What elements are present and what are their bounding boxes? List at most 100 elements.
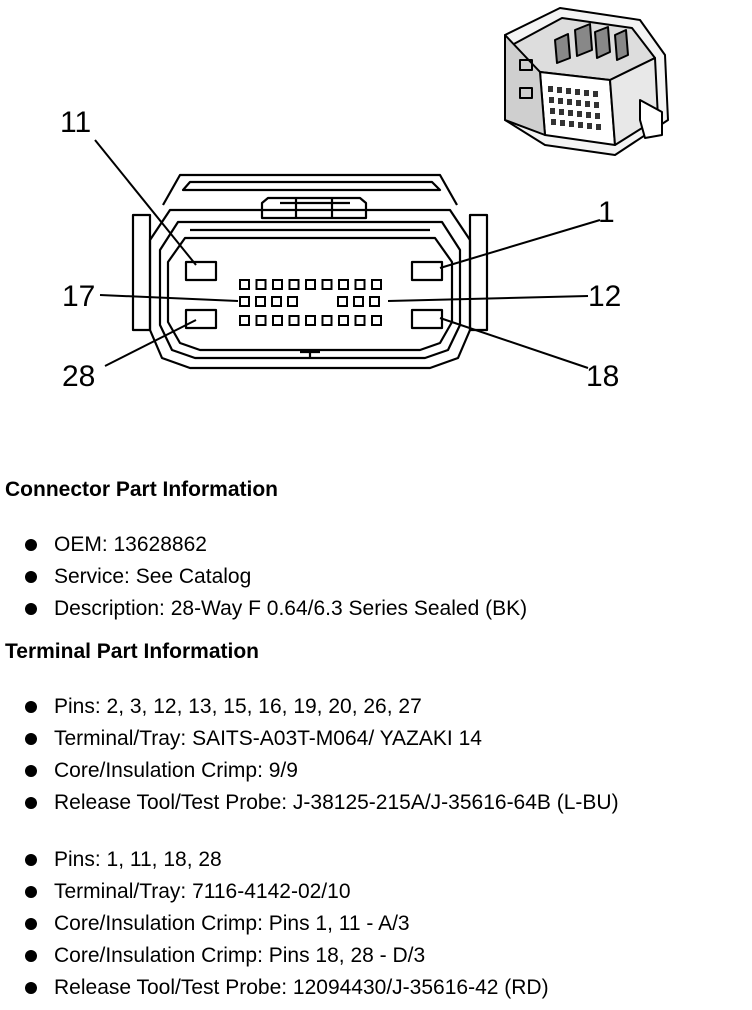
thumbnail-cavity <box>557 87 562 93</box>
list-item: Description: 28-Way F 0.64/6.3 Series Se… <box>0 593 527 625</box>
thumbnail-cavity <box>577 111 582 117</box>
thumbnail-cavity <box>567 99 572 105</box>
bullet-icon <box>25 886 37 898</box>
small-cavity <box>255 279 267 290</box>
thumbnail-cavity <box>575 89 580 95</box>
list-item-text: OEM: 13628862 <box>54 533 207 556</box>
connector-housing-outer <box>148 208 472 370</box>
small-cavity <box>321 315 333 326</box>
list-item-text: Core/Insulation Crimp: Pins 18, 28 - D/3 <box>54 944 426 967</box>
cavity-row-middle <box>239 296 380 307</box>
list-item: OEM: 13628862 <box>0 529 527 561</box>
cavity-1 <box>410 260 444 282</box>
thumbnail-cavity <box>558 98 563 104</box>
small-cavity <box>288 315 300 326</box>
list-item-text: Release Tool/Test Probe: 12094430/J-3561… <box>54 976 549 999</box>
connector-info-list: OEM: 13628862 Service: See Catalog Descr… <box>0 529 527 625</box>
bullet-icon <box>25 950 37 962</box>
leader-line-12 <box>387 295 589 302</box>
thumbnail-cavity <box>550 108 555 114</box>
thumbnail-cavity <box>585 101 590 107</box>
thumbnail-cavity <box>587 123 592 129</box>
thumbnail-cavity <box>560 120 565 126</box>
bullet-icon <box>25 539 37 551</box>
list-item: Core/Insulation Crimp: Pins 18, 28 - D/3 <box>0 940 549 972</box>
cavity-row-top <box>239 279 382 290</box>
leader-line-28 <box>104 319 197 367</box>
small-cavity <box>371 279 382 290</box>
bullet-icon <box>25 733 37 745</box>
leader-line-11 <box>94 139 197 266</box>
thumbnail-cavity <box>594 102 599 108</box>
connector-face <box>166 236 454 352</box>
bullet-icon <box>25 797 37 809</box>
cavity-18 <box>410 308 444 330</box>
list-item: Service: See Catalog <box>0 561 527 593</box>
left-rail <box>131 213 152 332</box>
small-cavity <box>255 315 267 326</box>
small-cavity <box>272 279 283 290</box>
small-cavity <box>369 296 380 307</box>
small-cavity <box>272 315 283 326</box>
latch-tab <box>260 196 368 220</box>
cavity-row-bottom <box>239 315 382 326</box>
list-item-text: Service: See Catalog <box>54 565 252 588</box>
thumbnail-cavity <box>568 110 573 116</box>
bullet-icon <box>25 854 37 866</box>
list-item-text: Terminal/Tray: SAITS-A03T-M064/ YAZAKI 1… <box>54 727 482 750</box>
leader-line-17 <box>99 294 239 302</box>
callout-label-12: 12 <box>588 280 621 313</box>
small-cavity <box>288 279 300 290</box>
list-item: Core/Insulation Crimp: Pins 1, 11 - A/3 <box>0 908 549 940</box>
thumbnail-cavity <box>551 119 556 125</box>
thumbnail-cavity <box>576 100 581 106</box>
thumbnail-cavity <box>584 90 589 96</box>
callout-label-11: 11 <box>60 106 91 139</box>
small-cavity <box>354 315 366 326</box>
small-cavity <box>353 296 364 307</box>
small-cavity <box>287 296 298 307</box>
small-cavity <box>354 279 366 290</box>
small-cavity <box>271 296 282 307</box>
bullet-icon <box>25 603 37 615</box>
list-item: Pins: 1, 11, 18, 28 <box>0 844 549 876</box>
small-cavity <box>255 296 266 307</box>
list-item-text: Pins: 2, 3, 12, 13, 15, 16, 19, 20, 26, … <box>54 695 422 718</box>
callout-label-17: 17 <box>62 280 95 313</box>
small-cavity <box>305 315 316 326</box>
thumbnail-cavity <box>548 86 553 92</box>
terminal-info-list-2: Pins: 1, 11, 18, 28 Terminal/Tray: 7116-… <box>0 844 549 1004</box>
thumbnail-cavity <box>586 112 591 118</box>
thumbnail-cavity <box>569 121 574 127</box>
small-cavity <box>305 279 316 290</box>
thumbnail-cavity <box>578 122 583 128</box>
small-cavity <box>321 279 333 290</box>
list-item-text: Release Tool/Test Probe: J-38125-215A/J-… <box>54 791 619 814</box>
connector-diagram: 11 1 17 12 28 18 <box>60 7 669 393</box>
connector-section-title: Connector Part Information <box>5 478 279 501</box>
leader-line-18 <box>439 317 589 369</box>
small-cavity <box>338 315 349 326</box>
bullet-icon <box>25 701 37 713</box>
right-rail <box>468 213 489 332</box>
terminal-info-list-1: Pins: 2, 3, 12, 13, 15, 16, 19, 20, 26, … <box>0 691 619 819</box>
small-cavity <box>371 315 382 326</box>
bullet-icon <box>25 571 37 583</box>
cavity-28 <box>184 308 218 330</box>
list-item: Pins: 2, 3, 12, 13, 15, 16, 19, 20, 26, … <box>0 691 619 723</box>
list-item: Terminal/Tray: SAITS-A03T-M064/ YAZAKI 1… <box>0 723 619 755</box>
callout-label-28: 28 <box>62 360 95 393</box>
list-item: Core/Insulation Crimp: 9/9 <box>0 755 619 787</box>
callout-label-18: 18 <box>586 360 619 393</box>
callout-label-1: 1 <box>598 196 615 229</box>
bullet-icon <box>25 982 37 994</box>
list-item-text: Terminal/Tray: 7116-4142-02/10 <box>54 880 351 903</box>
thumbnail-cavity <box>549 97 554 103</box>
thumbnail-cavities <box>548 86 601 130</box>
connector-thumbnail <box>504 7 669 156</box>
thumbnail-cavity <box>593 91 598 97</box>
small-cavity <box>239 296 250 307</box>
connector-latch <box>162 173 458 206</box>
thumbnail-cavity <box>559 109 564 115</box>
list-item-text: Core/Insulation Crimp: 9/9 <box>54 759 298 782</box>
